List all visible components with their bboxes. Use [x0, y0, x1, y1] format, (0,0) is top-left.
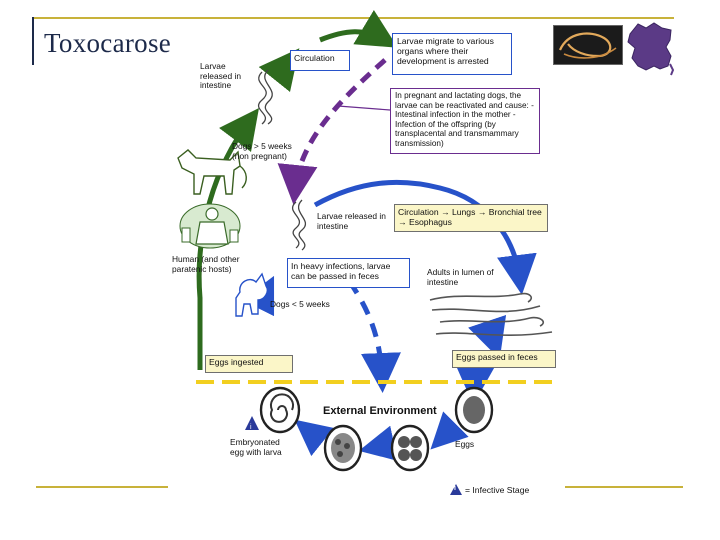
human-hosts-label: Human (and other paratenic hosts)	[172, 254, 240, 274]
blue-arrow-egg3	[294, 419, 334, 457]
blue-arrow-egg1	[430, 411, 469, 450]
larvae-released-top-label: Larvae released in intestine	[200, 61, 241, 91]
egg-icon-passed	[454, 386, 494, 434]
green-arrow-circ	[258, 48, 300, 93]
left-rule	[32, 17, 34, 65]
egg-icon-morula	[323, 424, 363, 472]
blue-arrow-egg2	[358, 425, 398, 461]
dogs-over-label: Dogs > 5 weeks (non pregnant)	[232, 141, 292, 161]
circulation-box-top: Circulation	[290, 50, 350, 71]
purple-connector	[337, 105, 391, 111]
egg-icon-dividing	[390, 424, 430, 472]
heavy-infections-box: In heavy infections, larvae can be passe…	[287, 258, 410, 288]
eggs-label: Eggs	[455, 439, 475, 449]
blue-arrow-top	[313, 179, 537, 295]
pregnant-dogs-box: In pregnant and lactating dogs, the larv…	[390, 88, 540, 154]
eggs-ingested-box: Eggs ingested	[205, 355, 293, 373]
legend: i = Infective Stage	[450, 484, 529, 495]
green-arrow-top	[319, 9, 398, 48]
larva-icon-top	[257, 69, 273, 125]
larvae-migrate-box: Larvae migrate to various organs where t…	[392, 33, 512, 75]
puppy-icon	[235, 272, 268, 317]
blue-arrow-down	[468, 314, 507, 360]
infective-stage-icon: i	[245, 416, 259, 431]
page-title: Toxocarose	[44, 28, 172, 58]
dog-icon	[177, 149, 247, 195]
embryonated-label: Embryonated egg with larva	[230, 437, 282, 457]
blue-arrow-to-eggs	[455, 364, 496, 405]
larva-icon-mid	[291, 199, 307, 251]
legend-text: = Infective Stage	[465, 484, 530, 495]
larvae-released-mid-label: Larvae released in intestine	[317, 211, 386, 231]
legend-mark: i	[454, 485, 456, 492]
adult-worm-icon	[429, 292, 553, 336]
dogs-under-label: Dogs < 5 weeks	[270, 299, 330, 309]
circulation-lungs-box: Circulation → Lungs → Bronchial tree → E…	[394, 204, 548, 232]
bottom-rule-left	[36, 486, 168, 488]
human-icon	[179, 203, 241, 249]
infective-stage-legend-icon: i	[450, 484, 462, 495]
adults-label: Adults in lumen of intestine	[427, 267, 494, 287]
france-map-icon	[624, 20, 676, 76]
worm-photo-icon	[553, 25, 623, 65]
external-environment-label: External Environment	[323, 405, 437, 417]
eggs-passed-box: Eggs passed in feces	[452, 350, 556, 368]
egg-icon-embryonated	[259, 386, 301, 434]
purple-dashed-arrow	[277, 58, 387, 205]
bottom-rule-right	[565, 486, 683, 488]
infective-stage-mark: i	[250, 424, 252, 431]
